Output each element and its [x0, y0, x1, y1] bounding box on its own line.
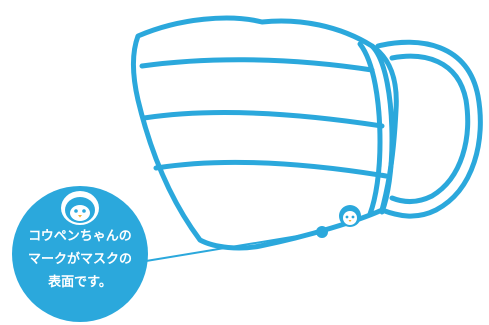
mask-pleat-1	[139, 57, 375, 73]
mask-drawing	[131, 15, 483, 251]
mask-ear-loop-inner	[389, 53, 471, 204]
callout-line-1: コウペンちゃんの	[28, 229, 132, 244]
callout-pointer-dot	[316, 226, 328, 238]
penguin-mark-small-icon	[339, 205, 361, 227]
callout-line-2: マークがマスクの	[27, 252, 132, 267]
callout-pointer-line	[139, 231, 323, 263]
mask-pleat-2	[141, 109, 385, 129]
mask-side-band	[369, 43, 395, 215]
callout-text: コウペンちゃんの マークがマスクの 表面です。	[14, 225, 146, 294]
callout-circle	[12, 186, 148, 322]
callout-line-3: 表面です。	[48, 275, 112, 290]
penguin-character-icon	[61, 191, 99, 225]
mask-ear-loop	[375, 39, 483, 219]
mask-side-band-inner	[357, 41, 383, 217]
mask-pleat-3	[153, 159, 389, 179]
